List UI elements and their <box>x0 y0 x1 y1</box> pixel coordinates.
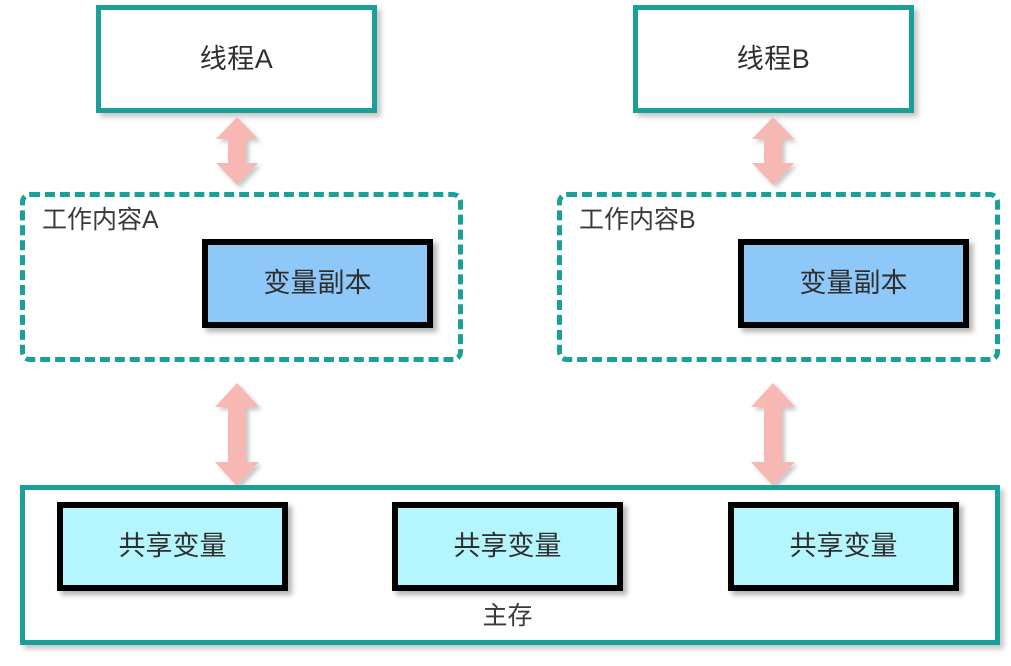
thread-a-label: 线程A <box>199 43 274 74</box>
shared-variable-3-box: 共享变量 <box>728 502 959 591</box>
arrow-thread-b-to-working-memory-b <box>750 117 796 185</box>
shared-variable-1-box: 共享变量 <box>57 502 288 591</box>
thread-b-label: 线程B <box>736 43 811 74</box>
variable-copy-b-box: 变量副本 <box>738 239 969 328</box>
main-memory-label: 主存 <box>482 602 533 630</box>
variable-copy-b-label: 变量副本 <box>799 268 908 298</box>
arrow-working-memory-b-to-main-memory <box>748 383 798 486</box>
thread-a-box: 线程A <box>96 5 377 113</box>
arrow-thread-a-to-working-memory-a <box>214 117 260 185</box>
working-memory-a-label: 工作内容A <box>42 206 159 234</box>
shared-variable-2-label: 共享变量 <box>453 531 562 561</box>
shared-variable-3-label: 共享变量 <box>789 531 898 561</box>
variable-copy-a-box: 变量副本 <box>202 239 433 328</box>
shared-variable-1-label: 共享变量 <box>118 531 227 561</box>
thread-b-box: 线程B <box>633 5 914 113</box>
arrow-working-memory-a-to-main-memory <box>212 383 262 486</box>
variable-copy-a-label: 变量副本 <box>263 268 372 298</box>
working-memory-b-label: 工作内容B <box>579 206 696 234</box>
shared-variable-2-box: 共享变量 <box>392 502 623 591</box>
